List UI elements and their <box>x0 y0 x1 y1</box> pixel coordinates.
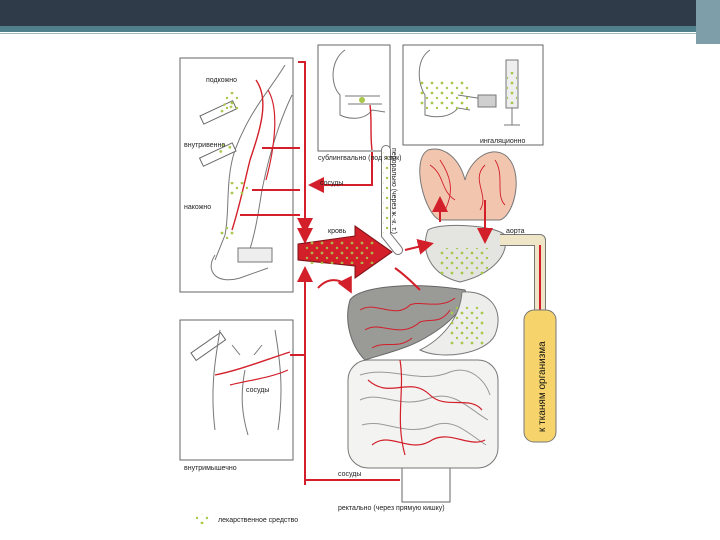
drug-dots-patch <box>220 226 236 240</box>
label-oral: перорально (через ж.-к. т.) <box>390 148 397 234</box>
legend-drug-swatch <box>196 514 210 524</box>
label-to-tissues: к тканям организма <box>537 341 548 432</box>
drug-dots-stomach <box>450 305 485 345</box>
drug-dots-heart <box>440 248 490 276</box>
flow-arrows <box>240 61 493 485</box>
buttock-illustration <box>212 329 291 436</box>
head-inhalation-illustration <box>418 49 520 126</box>
legend-drug-label: лекарственное средство <box>218 517 298 524</box>
label-subcutaneous: подкожно <box>206 77 237 84</box>
drug-dots-arm <box>226 92 240 112</box>
label-transdermal: накожно <box>184 204 211 211</box>
label-inhalation: ингаляционно <box>480 138 525 145</box>
slide-top-bar <box>0 0 720 26</box>
label-intravenous: внутривенно <box>184 142 225 149</box>
drug-dots-blood <box>305 240 375 264</box>
label-aorta: аорта <box>506 228 525 235</box>
liver-vessels <box>359 297 456 349</box>
label-rectal: ректально (через прямую кишку) <box>338 505 445 512</box>
lung-vessels <box>429 159 506 211</box>
head-panel-sublingual <box>317 44 391 152</box>
label-vessels-mid: сосуды <box>246 387 269 394</box>
label-sublingual: сублингвально (под язык) <box>318 154 401 162</box>
intestine-vessels <box>367 359 486 456</box>
head-sublingual-illustration <box>332 49 386 151</box>
slide-corner-accent <box>696 0 720 44</box>
drug-dots-skin <box>230 182 248 196</box>
tissues-target <box>523 309 557 443</box>
label-vessels-top: сосуды <box>320 180 343 187</box>
buttock-panel <box>179 319 294 461</box>
label-blood: кровь <box>328 228 347 235</box>
intestines <box>347 359 499 469</box>
slide-top-line <box>0 33 720 34</box>
lungs <box>419 148 517 221</box>
slide-top-accent <box>0 26 720 32</box>
label-intramuscular: внутримышечно <box>184 465 237 472</box>
intestine-loops <box>359 369 491 446</box>
label-vessels-bottom: сосуды <box>338 471 361 478</box>
aorta-vessel <box>500 234 546 310</box>
